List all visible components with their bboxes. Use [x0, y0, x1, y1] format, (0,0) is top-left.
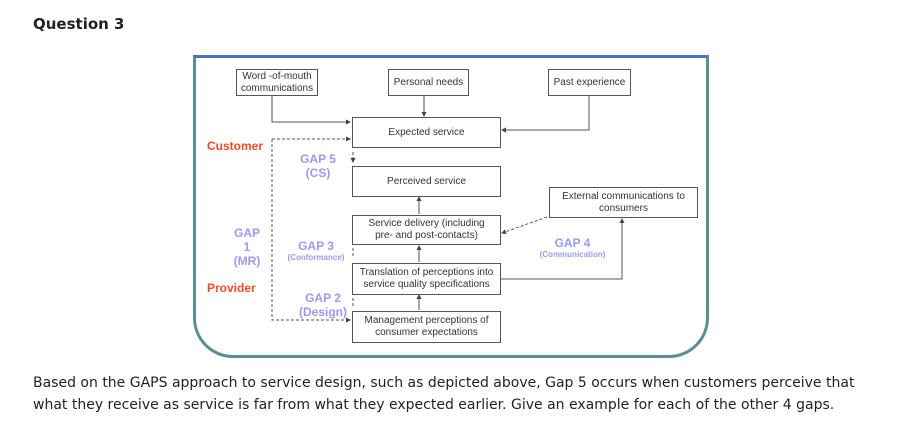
- label-gap2: GAP 2(Design): [298, 291, 348, 319]
- question-title: Question 3: [33, 15, 125, 33]
- label-gap5: GAP 5(CS): [298, 152, 338, 180]
- gap1-subtitle: (MR): [233, 254, 261, 268]
- arrow-translation-external: [500, 218, 625, 280]
- gap4-line: [501, 216, 548, 235]
- arrow-wom-expected: [271, 95, 351, 125]
- box-word-of-mouth: Word -of-mouth communications: [236, 69, 318, 96]
- box-expected-service: Expected service: [352, 117, 501, 148]
- box-external-communications: External communications to consumers: [549, 187, 698, 218]
- label-gap4: GAP 4(Communication): [530, 236, 615, 260]
- gap4-title: GAP 4: [554, 236, 591, 250]
- gap4-subtitle: (Communication): [539, 250, 606, 259]
- box-translation: Translation of perceptions into service …: [352, 263, 501, 295]
- diagram-frame: [193, 55, 709, 358]
- gap1-line: [271, 139, 351, 323]
- gap1-title: GAP 1: [233, 226, 260, 254]
- label-customer: Customer: [207, 139, 264, 153]
- arrow-past-expected: [501, 95, 590, 133]
- box-management-perceptions: Management perceptions of consumer expec…: [352, 311, 501, 343]
- gap3-title: GAP 3: [298, 239, 334, 253]
- label-gap1: GAP 1(MR): [230, 226, 264, 268]
- box-personal-needs: Personal needs: [388, 69, 469, 96]
- box-service-delivery: Service delivery (including pre- and pos…: [352, 215, 501, 245]
- label-gap3: GAP 3(Conformance): [281, 239, 351, 263]
- question-text: Based on the GAPS approach to service de…: [33, 375, 855, 413]
- gap5-title: GAP 5: [300, 152, 336, 166]
- gap2-title: GAP 2: [305, 291, 341, 305]
- label-provider: Provider: [207, 281, 256, 295]
- gap5-subtitle: (CS): [305, 166, 331, 180]
- box-perceived-service: Perceived service: [352, 166, 501, 197]
- box-past-experience: Past experience: [548, 69, 631, 96]
- gap2-subtitle: (Design): [299, 305, 347, 319]
- gap3-subtitle: (Conformance): [287, 253, 345, 262]
